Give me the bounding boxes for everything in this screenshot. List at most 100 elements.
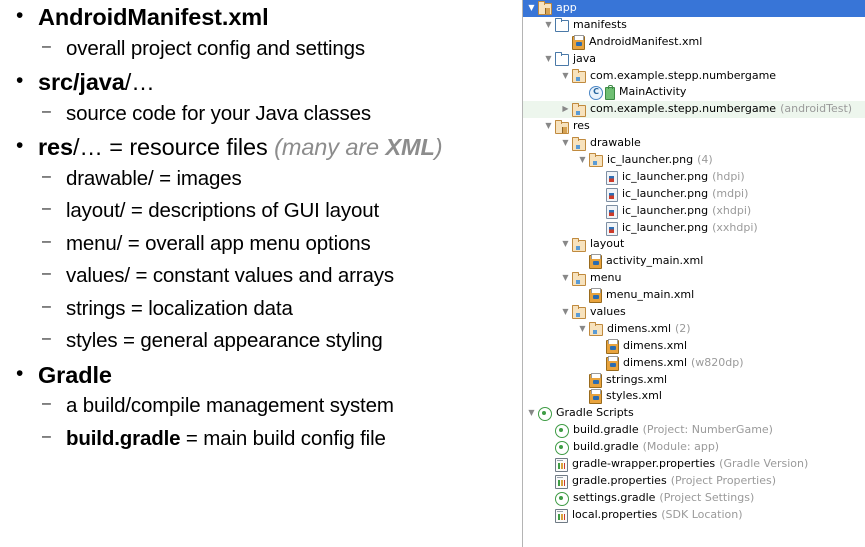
- tree-row-values[interactable]: ▼values: [523, 304, 865, 321]
- tree-row-label: app: [556, 1, 577, 14]
- folder-icon: [554, 52, 569, 67]
- package-folder-icon: [571, 271, 586, 286]
- tree-row-label: java: [573, 51, 597, 65]
- bullet-androidmanifest: AndroidManifest.xml: [0, 4, 520, 30]
- tree-row-androidmanifest-xml[interactable]: AndroidManifest.xml: [523, 34, 865, 51]
- bullet-res-text-0: res: [38, 134, 73, 160]
- bullet-build-gradle: build.gradle = main build config file: [0, 426, 520, 450]
- xml-file-icon: [606, 355, 619, 371]
- bullet-src-java-desc-text-0: source code for your Java classes: [66, 101, 371, 125]
- bullet-drawable: drawable/ = images: [0, 168, 520, 190]
- chevron-down-icon[interactable]: ▼: [528, 408, 535, 418]
- tree-row-dimens-xml[interactable]: dimens.xml: [523, 338, 865, 355]
- png-file-icon: [606, 170, 618, 185]
- package-folder-icon: [588, 153, 603, 168]
- bullet-androidmanifest-text-0: AndroidManifest.xml: [38, 4, 269, 30]
- bullet-manifest-desc-text-0: overall project config and settings: [66, 36, 366, 60]
- chevron-right-icon[interactable]: ▶: [562, 104, 569, 114]
- tree-row-note: (xhdpi): [712, 203, 752, 217]
- tree-row-package-androidtest[interactable]: ▶com.example.stepp.numbergame(androidTes…: [523, 101, 865, 119]
- tree-row-note: (2): [675, 321, 691, 335]
- tree-row-strings-xml[interactable]: strings.xml: [523, 372, 865, 389]
- chevron-down-icon[interactable]: ▼: [562, 273, 569, 283]
- java-class-icon: C: [589, 86, 603, 101]
- chevron-down-icon[interactable]: ▼: [562, 70, 569, 80]
- tree-row-gradle-scripts[interactable]: ▼ Gradle Scripts: [523, 405, 865, 422]
- tree-row-note: (androidTest): [780, 102, 853, 116]
- tree-row-activity-main-xml[interactable]: activity_main.xml: [523, 253, 865, 270]
- tree-row-local-properties[interactable]: local.properties(SDK Location): [523, 507, 865, 524]
- chevron-down-icon[interactable]: ▼: [562, 138, 569, 148]
- tree-row-label: ic_launcher.png: [607, 153, 694, 167]
- tree-row-dimens-xml-w820dp[interactable]: dimens.xml(w820dp): [523, 355, 865, 372]
- tree-row-label: ic_launcher.png: [622, 203, 709, 217]
- tree-row-ic-launcher-xxhdpi[interactable]: ic_launcher.png(xxhdpi): [523, 220, 865, 237]
- tree-row-layout[interactable]: ▼layout: [523, 236, 865, 253]
- png-file-icon: [606, 187, 618, 202]
- tree-row-ic-launcher-mdpi[interactable]: ic_launcher.png(mdpi): [523, 186, 865, 203]
- tree-row-label: local.properties: [572, 507, 658, 521]
- package-folder-icon: [571, 136, 586, 151]
- tree-row-note: (xxhdpi): [712, 220, 758, 234]
- bullet-src-java-desc: source code for your Java classes: [0, 101, 520, 125]
- bullet-gradle-text-0: Gradle: [38, 361, 112, 388]
- tree-row-label: Gradle Scripts: [556, 406, 634, 420]
- bullet-src-java-text-0: src/java: [38, 69, 125, 95]
- tree-row-label: build.gradle: [573, 440, 639, 454]
- tree-row-label: dimens.xml: [623, 355, 688, 369]
- package-folder-icon: [571, 69, 586, 83]
- tree-row-note: (Gradle Version): [719, 457, 809, 471]
- tree-row-dimens-group[interactable]: ▼dimens.xml(2): [523, 321, 865, 338]
- chevron-down-icon[interactable]: ▼: [545, 121, 552, 131]
- gradle-icon: [555, 491, 569, 506]
- bullet-layout-text-0: layout/ = descriptions of GUI layout: [66, 199, 380, 222]
- chevron-down-icon[interactable]: ▼: [562, 239, 569, 249]
- tree-row-java[interactable]: ▼ java: [523, 51, 865, 68]
- chevron-down-icon[interactable]: ▼: [579, 155, 586, 165]
- module-folder-icon: [537, 1, 552, 16]
- tree-row-note: (w820dp): [691, 355, 744, 369]
- tree-row-menu[interactable]: ▼ menu: [523, 270, 865, 287]
- bullet-gradle-desc: a build/compile management system: [0, 395, 520, 417]
- tree-row-build-gradle-project[interactable]: build.gradle(Project: NumberGame): [523, 422, 865, 439]
- tree-row-ic-launcher-xhdpi[interactable]: ic_launcher.png(xhdpi): [523, 203, 865, 220]
- tree-row-settings-gradle[interactable]: settings.gradle(Project Settings): [523, 490, 865, 507]
- chevron-down-icon[interactable]: ▼: [562, 307, 569, 317]
- tree-row-note: (Project Properties): [670, 473, 776, 487]
- chevron-down-icon[interactable]: ▼: [579, 323, 586, 333]
- tree-row-drawable[interactable]: ▼drawable: [523, 135, 865, 152]
- tree-row-label: strings.xml: [606, 372, 668, 386]
- tree-row-ic-launcher-group[interactable]: ▼ic_launcher.png(4): [523, 152, 865, 169]
- gradle-icon: [538, 407, 552, 422]
- tree-row-label: gradle-wrapper.properties: [572, 457, 716, 471]
- tree-row-manifests[interactable]: ▼manifests: [523, 17, 865, 34]
- tree-row-app[interactable]: ▼ app: [523, 0, 865, 17]
- tree-row-label: menu: [590, 271, 622, 285]
- tree-row-menu-main-xml[interactable]: menu_main.xml: [523, 287, 865, 304]
- bullet-src-java: src/java/…: [0, 69, 520, 95]
- chevron-down-icon[interactable]: ▼: [528, 3, 535, 12]
- tree-row-package-main[interactable]: ▼ com.example.stepp.numbergame: [523, 68, 865, 85]
- chevron-down-icon[interactable]: ▼: [545, 19, 552, 29]
- tree-row-ic-launcher-hdpi[interactable]: ic_launcher.png(hdpi): [523, 169, 865, 186]
- tree-row-label: com.example.stepp.numbergame: [590, 68, 777, 82]
- module-folder-icon: [554, 119, 569, 134]
- xml-file-icon: [589, 254, 602, 270]
- bullet-build-gradle-text-0: build.gradle: [66, 426, 181, 450]
- chevron-down-icon[interactable]: ▼: [545, 53, 552, 63]
- bullet-res-text-4: (many are: [274, 134, 386, 160]
- tree-row-build-gradle-module[interactable]: build.gradle(Module: app): [523, 439, 865, 456]
- tree-row-note: (Project Settings): [659, 490, 755, 504]
- tree-row-label: AndroidManifest.xml: [589, 34, 703, 48]
- tree-row-gradle-properties[interactable]: gradle.properties(Project Properties): [523, 473, 865, 490]
- tree-row-gradle-wrapper-props[interactable]: gradle-wrapper.properties(Gradle Version…: [523, 456, 865, 473]
- tree-row-styles-xml[interactable]: styles.xml: [523, 388, 865, 405]
- package-folder-icon: [571, 305, 586, 320]
- tree-row-res[interactable]: ▼res: [523, 118, 865, 135]
- bullet-menu: menu/ = overall app menu options: [0, 233, 520, 255]
- xml-file-icon: [589, 288, 602, 304]
- bullet-build-gradle-text-1: = main build config file: [180, 426, 386, 450]
